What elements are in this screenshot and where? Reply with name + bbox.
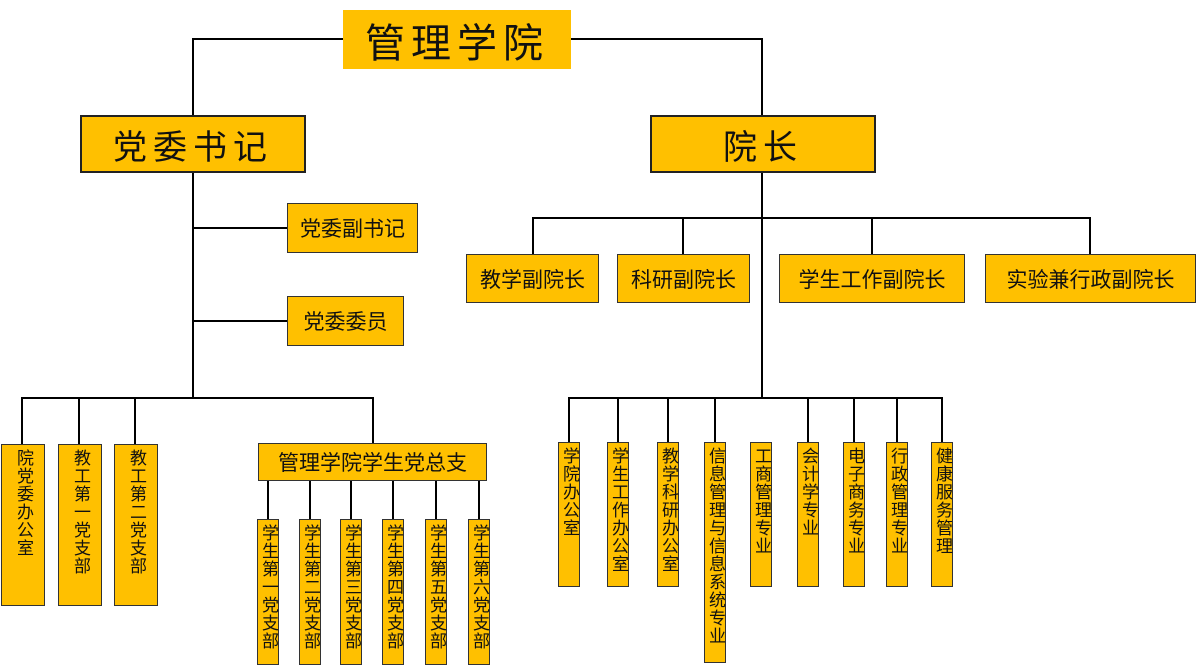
vice-dean-teaching-box: 教学副院长: [466, 254, 599, 303]
faculty-branch-1-box: 教工第一党支部: [58, 444, 102, 606]
dept-e-commerce-box: 电子商务专业: [843, 442, 865, 587]
student-branch-4-box: 学生第四党支部: [382, 519, 404, 665]
dept-business-admin-box: 工商管理专业: [750, 442, 772, 587]
deputy-party-secretary-box: 党委副书记: [287, 203, 418, 253]
student-branch-5-box: 学生第五党支部: [425, 519, 447, 665]
student-branch-3-box: 学生第三党支部: [340, 519, 362, 665]
vice-dean-student-affairs-box: 学生工作副院长: [779, 254, 965, 303]
dept-college-office-box: 学院办公室: [558, 442, 580, 587]
dept-information-systems-box: 信息管理与信息系统专业: [704, 442, 726, 663]
org-title: 管理学院: [343, 10, 571, 69]
student-branch-2-box: 学生第二党支部: [299, 519, 321, 665]
student-branch-6-box: 学生第六党支部: [468, 519, 490, 665]
dept-student-affairs-office-box: 学生工作办公室: [607, 442, 629, 587]
student-party-branch-box: 管理学院学生党总支: [258, 443, 487, 481]
party-secretary-box: 党委书记: [80, 115, 306, 173]
faculty-branch-2-box: 教工第二党支部: [114, 444, 158, 606]
vice-dean-research-box: 科研副院长: [617, 254, 750, 303]
student-branch-1-box: 学生第一党支部: [257, 519, 279, 665]
dept-accounting-box: 会计学专业: [797, 442, 819, 587]
party-office-box: 院党委办公室: [1, 444, 45, 606]
vice-dean-lab-admin-box: 实验兼行政副院长: [985, 254, 1196, 303]
party-committee-members-box: 党委委员: [287, 296, 404, 346]
dept-health-services-box: 健康服务管理: [931, 442, 953, 587]
dept-teaching-research-office-box: 教学科研办公室: [657, 442, 679, 587]
dept-public-admin-box: 行政管理专业: [886, 442, 908, 587]
dean-box: 院长: [650, 115, 876, 173]
